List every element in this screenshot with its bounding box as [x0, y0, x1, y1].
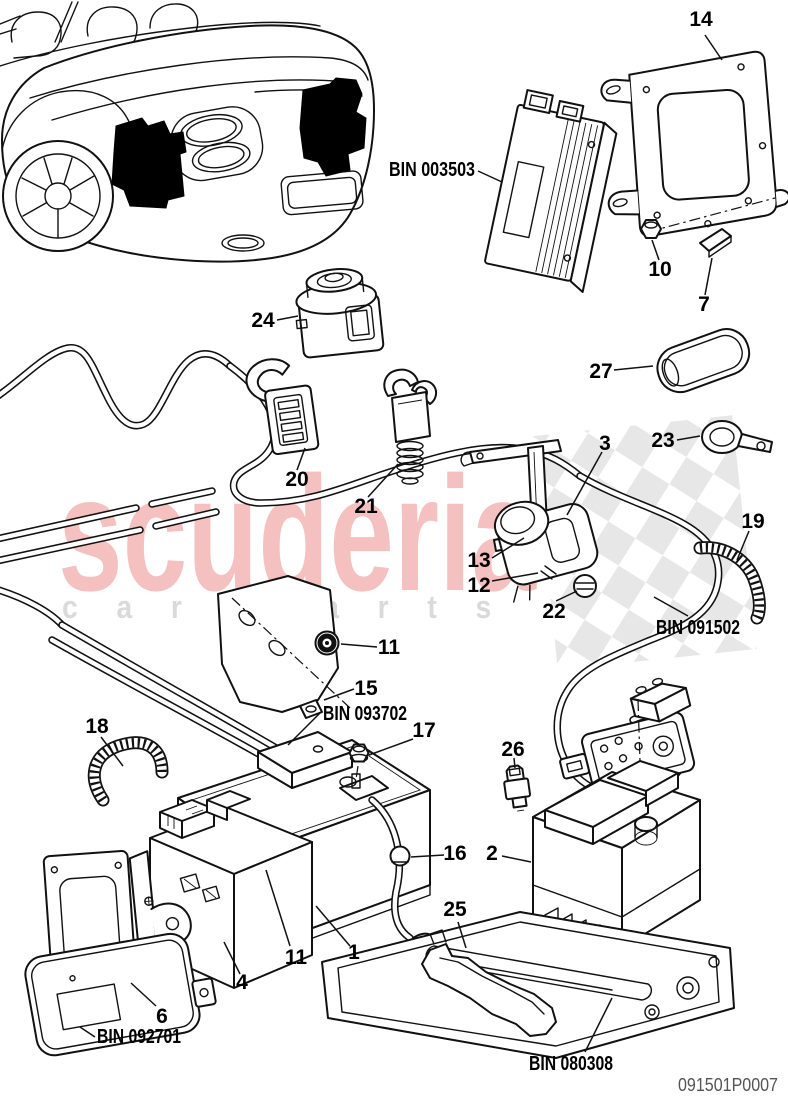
- hidden-module-location-left: [111, 117, 187, 209]
- part-clip-20: [245, 358, 320, 456]
- bin-label-092701: BIN 092701: [97, 1026, 181, 1048]
- grommet-11-upper: [314, 630, 340, 656]
- part-nut-10: [640, 219, 662, 239]
- callout-15: 15: [354, 677, 378, 700]
- callout-20: 20: [285, 468, 308, 491]
- hidden-module-location-right: [299, 77, 367, 177]
- bin-label-003503: BIN 003503: [389, 159, 475, 181]
- bin-label-093702: BIN 093702: [323, 703, 407, 725]
- leader-lines: [79, 34, 750, 1053]
- part-sensor-26: [503, 764, 532, 812]
- callout-3: 3: [599, 432, 611, 455]
- callout-26: 26: [501, 738, 524, 761]
- rear-wheel: [2, 140, 114, 252]
- callouts: 14 10 7 24 27 23 20 21 3 13 12 22 19 11 …: [85, 8, 764, 1028]
- callout-27: 27: [589, 360, 612, 383]
- callout-16: 16: [443, 842, 466, 865]
- car-illustration: [0, 1, 375, 263]
- callout-23: 23: [651, 429, 674, 452]
- bin-label-091502: BIN 091502: [656, 617, 740, 639]
- part-ball-cap-22: [573, 574, 597, 598]
- callout-14: 14: [689, 8, 713, 31]
- license-plate-recess: [280, 170, 364, 216]
- callout-18: 18: [85, 715, 109, 738]
- part-battery-monitor-093702: [257, 731, 353, 789]
- callout-24: 24: [251, 309, 275, 332]
- part-nut-17: [348, 743, 370, 763]
- callout-19: 19: [741, 510, 764, 533]
- taillight: [170, 106, 264, 182]
- part-bracket-14: [600, 50, 788, 237]
- part-hold-down-25: [421, 929, 557, 1037]
- callout-6: 6: [156, 1005, 168, 1028]
- part-battery-2: [532, 760, 701, 949]
- callout-2: 2: [486, 842, 498, 865]
- part-clip-21: [383, 368, 438, 485]
- watermark: scuderia car parts: [58, 415, 757, 670]
- part-cap-16: [389, 845, 411, 867]
- part-bracket-15: [217, 575, 351, 719]
- battery-terminal-clamp: [339, 765, 389, 801]
- callout-17: 17: [412, 719, 435, 742]
- part-pad-7: [699, 228, 732, 258]
- bin-label-080308: BIN 080308: [529, 1053, 613, 1075]
- callout-7: 7: [698, 293, 710, 316]
- callout-12: 12: [467, 574, 490, 597]
- part-clamp-23: [701, 420, 773, 454]
- document-code: 091501P0007: [678, 1075, 778, 1095]
- callout-10: 10: [648, 258, 671, 281]
- callout-4: 4: [236, 971, 248, 994]
- callout-25: 25: [443, 898, 467, 921]
- part-module-092701: [24, 932, 217, 1057]
- callout-11-lower: 11: [285, 946, 308, 969]
- part-conduit-18: [87, 736, 169, 807]
- part-solenoid: [493, 500, 599, 603]
- callout-13: 13: [467, 549, 490, 572]
- callout-21: 21: [354, 495, 378, 518]
- callout-11-upper: 11: [378, 636, 401, 659]
- callout-1: 1: [348, 941, 360, 964]
- part-battery-tray-080308: [321, 911, 735, 1059]
- part-conduit-19: [693, 541, 766, 625]
- callout-22: 22: [542, 600, 565, 623]
- bin-labels: BIN 003503 BIN 091502 BIN 093702 BIN 092…: [97, 159, 740, 1075]
- part-switch-24: [295, 268, 385, 359]
- part-control-module-003503: [484, 89, 618, 293]
- battery-terminal-stud: [634, 816, 658, 846]
- part-sleeve-27: [656, 328, 751, 394]
- part-pin-12: [540, 565, 557, 580]
